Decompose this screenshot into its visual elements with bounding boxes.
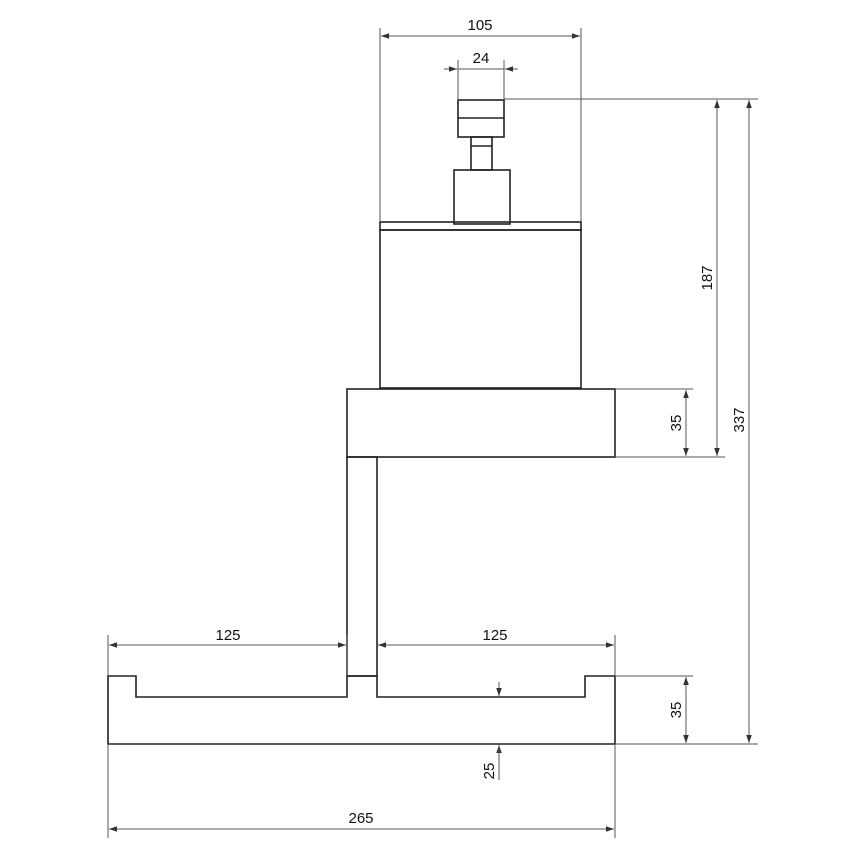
dimension-label-187: 187 xyxy=(699,265,716,290)
dimension-label-35-block: 35 xyxy=(668,415,685,432)
pump-collar xyxy=(453,169,511,225)
dimension-top-width: 105 xyxy=(379,17,582,222)
dimension-outer-height: 337 xyxy=(731,100,752,743)
dimension-label-337: 337 xyxy=(731,407,748,432)
dimension-label-125-left: 125 xyxy=(215,627,240,644)
dimension-label-105: 105 xyxy=(467,17,492,34)
container-body xyxy=(379,229,582,389)
dimension-label-24: 24 xyxy=(473,50,490,67)
dimension-base-right-width: 125 xyxy=(378,627,616,676)
holder-block xyxy=(346,388,616,458)
dimension-label-35-base: 35 xyxy=(668,702,685,719)
dimension-base-total-width: 265 xyxy=(107,744,616,838)
pump-stem xyxy=(470,136,493,171)
dimension-inner-height: 187 xyxy=(699,100,720,456)
dimension-base-lip: 25 xyxy=(481,682,502,780)
dimension-base-left-width: 125 xyxy=(107,627,348,676)
dimension-knob-width: 24 xyxy=(444,50,518,100)
dimension-label-25: 25 xyxy=(481,763,498,780)
dispenser-outline xyxy=(107,99,616,745)
dimension-block-height: 35 xyxy=(668,390,689,456)
dimension-label-125-right: 125 xyxy=(482,627,507,644)
base-tray xyxy=(107,675,616,745)
container-lid xyxy=(379,221,582,231)
dimension-label-265: 265 xyxy=(348,810,373,827)
dimension-base-height: 35 xyxy=(668,677,689,743)
support-post xyxy=(346,456,378,677)
